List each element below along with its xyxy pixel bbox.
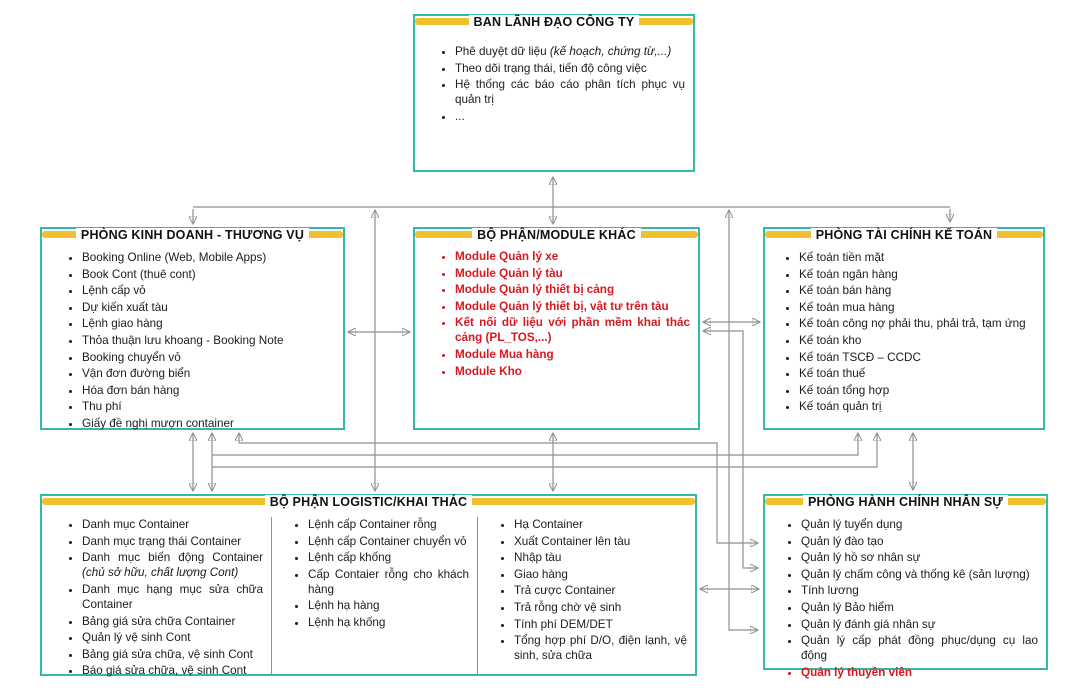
list-item: Module Quản lý tàu: [455, 266, 690, 281]
box-accounting-title: PHÒNG TÀI CHÍNH KẾ TOÁN: [810, 228, 998, 242]
list-item: Lệnh cấp Container chuyển vỏ: [308, 534, 469, 549]
box-logistics-header: BỘ PHẬN LOGISTIC/KHAI THÁC: [41, 493, 696, 511]
list-item: Lệnh cấp vỏ: [82, 283, 335, 298]
list-item: Kế toán bán hàng: [799, 283, 1035, 298]
list-item: Hóa đơn bán hàng: [82, 383, 335, 398]
box-sales-title: PHÒNG KINH DOANH - THƯƠNG VỤ: [75, 228, 310, 242]
logistics-column-3: Hạ ContainerXuất Container lên tàuNhập t…: [477, 517, 695, 674]
list-item: Kế toán tổng hợp: [799, 383, 1035, 398]
list-item: Quản lý vệ sinh Cont: [82, 630, 263, 645]
list-item: Kế toán quản trị: [799, 399, 1035, 414]
list-item: ...: [455, 109, 685, 124]
list-item: Booking chuyển vỏ: [82, 350, 335, 365]
box-accounting-list: Kế toán tiền mặtKế toán ngân hàngKế toán…: [765, 250, 1043, 414]
logistics-column-2-list: Lệnh cấp Container rỗngLệnh cấp Containe…: [272, 517, 477, 630]
list-item: Kế toán công nợ phải thu, phải trả, tạm …: [799, 316, 1035, 331]
list-item: Module Quản lý xe: [455, 249, 690, 264]
list-item: Trả rỗng chờ vệ sinh: [514, 600, 687, 615]
list-item: Hạ Container: [514, 517, 687, 532]
list-item: Module Mua hàng: [455, 347, 690, 362]
list-item: Kế toán tiền mặt: [799, 250, 1035, 265]
list-item: Lệnh cấp Container rỗng: [308, 517, 469, 532]
list-item: Thu phí: [82, 399, 335, 414]
list-item: Cấp Contaier rỗng cho khách hàng: [308, 567, 469, 597]
list-item: Nhập tàu: [514, 550, 687, 565]
list-item: Lệnh hạ khống: [308, 615, 469, 630]
box-leadership-header: BAN LÃNH ĐẠO CÔNG TY: [414, 13, 694, 31]
list-item: Module Kho: [455, 364, 690, 379]
box-sales: PHÒNG KINH DOANH - THƯƠNG VỤ Booking Onl…: [40, 227, 345, 430]
list-item: Kế toán thuế: [799, 366, 1035, 381]
list-item: Danh mục biến động Container (chủ sở hữu…: [82, 550, 263, 580]
connector-sales-accounting-2: [212, 434, 877, 468]
list-item: Module Quản lý thiết bị, vật tư trên tàu: [455, 299, 690, 314]
list-item: Quản lý hồ sơ nhân sự: [801, 550, 1038, 565]
list-item: Lệnh hạ hàng: [308, 598, 469, 613]
box-hr-header: PHÒNG HÀNH CHÍNH NHÂN SỰ: [764, 493, 1047, 511]
list-item: Vận đơn đường biển: [82, 366, 335, 381]
list-item: Theo dõi trạng thái, tiến độ công việc: [455, 61, 685, 76]
box-accounting-header: PHÒNG TÀI CHÍNH KẾ TOÁN: [764, 226, 1044, 244]
logistics-column-3-list: Hạ ContainerXuất Container lên tàuNhập t…: [478, 517, 695, 663]
list-item: Quản lý Bảo hiểm: [801, 600, 1038, 615]
box-leadership-title: BAN LÃNH ĐẠO CÔNG TY: [468, 15, 640, 29]
connector-sales-accounting-1: [212, 434, 858, 456]
list-item: Tổng hợp phí D/O, điện lạnh, vệ sinh, sử…: [514, 633, 687, 663]
list-item: Quản lý đào tạo: [801, 534, 1038, 549]
list-item: Kết nối dữ liệu với phần mềm khai thác c…: [455, 315, 690, 345]
box-logistics-title: BỘ PHẬN LOGISTIC/KHAI THÁC: [264, 495, 473, 509]
list-item: Giao hàng: [514, 567, 687, 582]
list-item: Lệnh giao hàng: [82, 316, 335, 331]
list-item: Quản lý tuyển dụng: [801, 517, 1038, 532]
list-item: Quản lý đánh giá nhân sự: [801, 617, 1038, 632]
list-item: Quản lý chấm công và thống kê (sản lượng…: [801, 567, 1038, 582]
box-hr-title: PHÒNG HÀNH CHÍNH NHÂN SỰ: [802, 495, 1009, 509]
logistics-column-2: Lệnh cấp Container rỗngLệnh cấp Containe…: [271, 517, 477, 674]
list-item: Kế toán kho: [799, 333, 1035, 348]
box-accounting: PHÒNG TÀI CHÍNH KẾ TOÁN Kế toán tiền mặt…: [763, 227, 1045, 430]
box-leadership-list: Phê duyệt dữ liệu (kế hoạch, chứng từ,..…: [415, 44, 693, 124]
box-logistics-columns: Danh mục ContainerDanh mục trạng thái Co…: [42, 517, 695, 677]
list-item: Danh mục Container: [82, 517, 263, 532]
list-item: Bảng giá sửa chữa Container: [82, 614, 263, 629]
connector-modules-hr: [704, 331, 757, 568]
list-item: Danh mục hạng mục sửa chữa Container: [82, 582, 263, 612]
list-item: Book Cont (thuê cont): [82, 267, 335, 282]
box-hr-list: Quản lý tuyển dụngQuản lý đào tạoQuản lý…: [765, 517, 1046, 680]
list-item: Danh mục trạng thái Container: [82, 534, 263, 549]
list-item: Bảng giá sửa chữa, vệ sinh Cont: [82, 647, 263, 662]
box-sales-header: PHÒNG KINH DOANH - THƯƠNG VỤ: [41, 226, 344, 244]
list-item: Báo giá sửa chữa, vệ sinh Cont: [82, 663, 263, 678]
connector-top-hr: [729, 211, 757, 630]
list-item: Giấy đề nghị mượn container: [82, 416, 335, 431]
logistics-column-1: Danh mục ContainerDanh mục trạng thái Co…: [42, 517, 271, 677]
box-logistics: BỘ PHẬN LOGISTIC/KHAI THÁC Danh mục Cont…: [40, 493, 697, 677]
list-item: Trả cược Container: [514, 583, 687, 598]
box-modules-header: BỘ PHẬN/MODULE KHÁC: [414, 226, 699, 244]
list-item: Hệ thống các báo cáo phân tích phục vụ q…: [455, 77, 685, 107]
logistics-column-1-list: Danh mục ContainerDanh mục trạng thái Co…: [42, 517, 271, 678]
list-item: Thỏa thuận lưu khoang - Booking Note: [82, 333, 335, 348]
box-leadership: BAN LÃNH ĐẠO CÔNG TY Phê duyệt dữ liệu (…: [413, 14, 695, 172]
list-item: Lệnh cấp khống: [308, 550, 469, 565]
list-item: Dự kiến xuất tàu: [82, 300, 335, 315]
list-item: Tính lương: [801, 583, 1038, 598]
box-modules: BỘ PHẬN/MODULE KHÁC Module Quản lý xeMod…: [413, 227, 700, 430]
box-modules-title: BỘ PHẬN/MODULE KHÁC: [472, 228, 641, 242]
list-item: Phê duyệt dữ liệu (kế hoạch, chứng từ,..…: [455, 44, 685, 59]
box-hr: PHÒNG HÀNH CHÍNH NHÂN SỰ Quản lý tuyển d…: [763, 493, 1048, 679]
list-item: Xuất Container lên tàu: [514, 534, 687, 549]
list-item: Quản lý cấp phát đồng phục/dụng cụ lao đ…: [801, 633, 1038, 663]
list-item: Tính phí DEM/DET: [514, 617, 687, 632]
list-item: Kế toán mua hàng: [799, 300, 1035, 315]
list-item: Booking Online (Web, Mobile Apps): [82, 250, 335, 265]
list-item: Module Quản lý thiết bị cảng: [455, 282, 690, 297]
box-modules-list: Module Quản lý xeModule Quản lý tàuModul…: [415, 249, 698, 379]
list-item: Kế toán TSCĐ – CCDC: [799, 350, 1035, 365]
list-item: Quản lý thuyền viên: [801, 665, 1038, 680]
box-sales-list: Booking Online (Web, Mobile Apps) Book Co…: [42, 250, 343, 431]
list-item: Kế toán ngân hàng: [799, 267, 1035, 282]
